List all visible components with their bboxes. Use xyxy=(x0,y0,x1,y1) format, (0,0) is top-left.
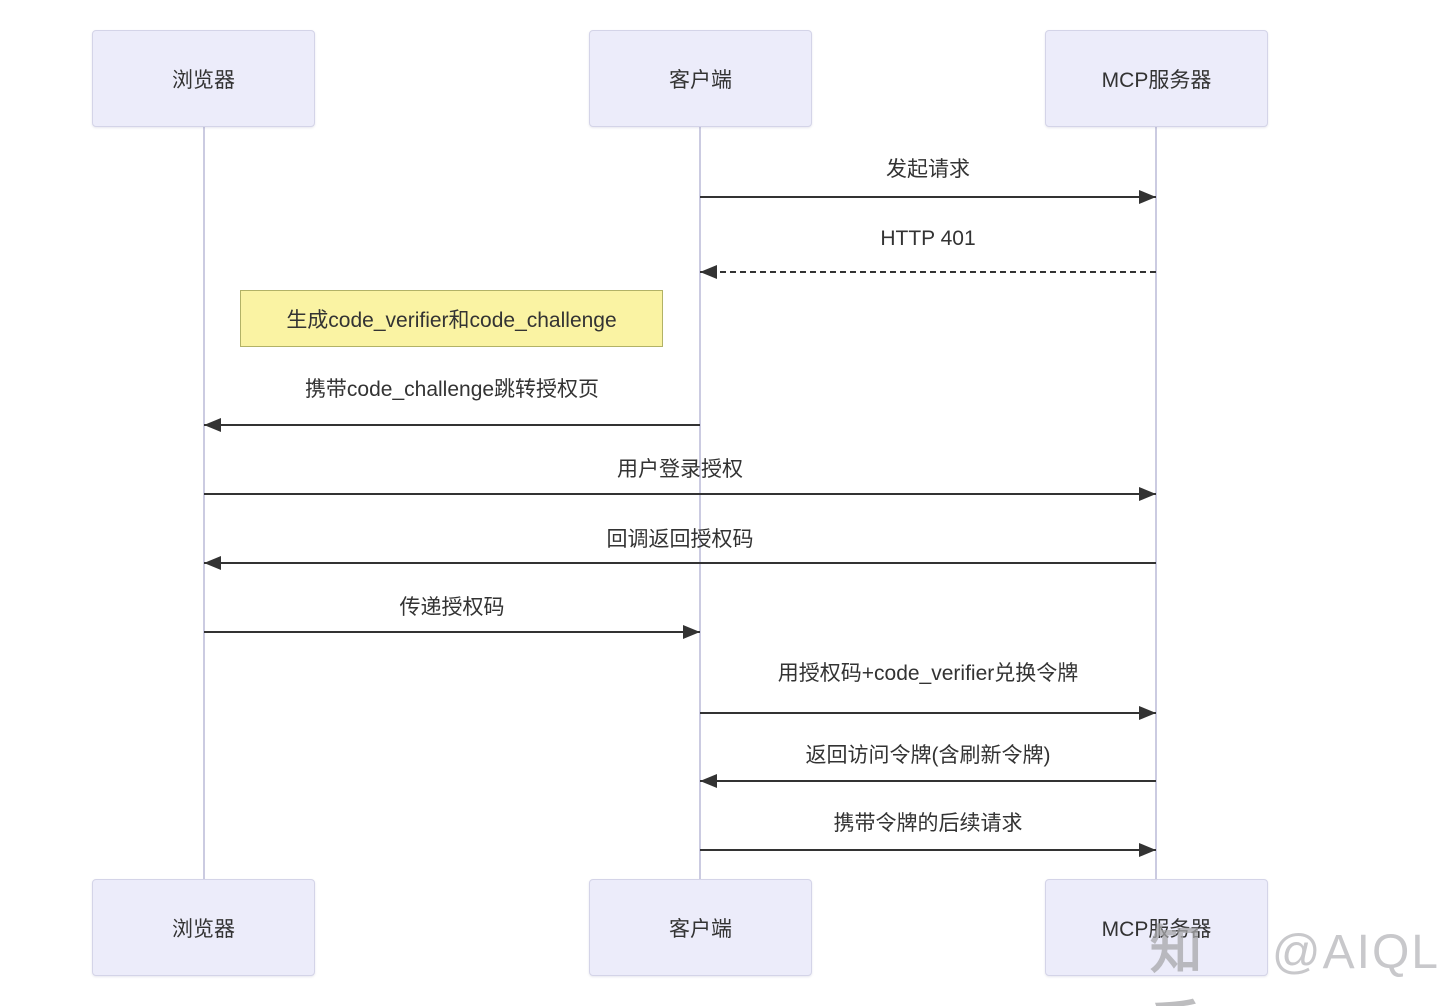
actor-mcp-server-bottom: MCP服务器 xyxy=(1045,879,1268,976)
message-line xyxy=(204,424,700,426)
actor-browser-bottom: 浏览器 xyxy=(92,879,315,976)
message-line xyxy=(700,712,1156,714)
message-text: 返回访问令牌(含刷新令牌) xyxy=(805,744,1051,767)
watermark-handle: @AIQL xyxy=(1271,926,1440,979)
message-line xyxy=(700,780,1156,782)
actor-mcp-server-top: MCP服务器 xyxy=(1045,30,1268,127)
message-line xyxy=(700,196,1156,198)
actor-mcp-server-label: MCP服务器 xyxy=(1101,68,1212,92)
message-text: 发起请求 xyxy=(886,158,970,181)
note-box: 生成code_verifier和code_challenge xyxy=(240,290,663,347)
message-text: 携带令牌的后续请求 xyxy=(833,812,1023,835)
message-line xyxy=(204,562,1156,564)
message-text: 传递授权码 xyxy=(399,596,505,619)
arrowhead-right-icon xyxy=(1139,706,1156,720)
arrowhead-right-icon xyxy=(1139,843,1156,857)
message-text: 用户登录授权 xyxy=(617,458,743,481)
arrowhead-left-icon xyxy=(204,418,221,432)
actor-client-label: 客户端 xyxy=(669,68,732,92)
arrowhead-right-icon xyxy=(1139,190,1156,204)
actor-browser-label: 浏览器 xyxy=(172,917,235,941)
actor-client-label: 客户端 xyxy=(669,917,732,941)
actor-client-top: 客户端 xyxy=(589,30,812,127)
lifeline-mcp-server xyxy=(1155,127,1157,879)
lifeline-browser xyxy=(203,127,205,879)
message-text: 携带code_challenge跳转授权页 xyxy=(304,378,600,401)
message-line xyxy=(204,631,700,633)
actor-client-bottom: 客户端 xyxy=(589,879,812,976)
actor-mcp-server-label: MCP服务器 xyxy=(1101,917,1212,941)
lifeline-client xyxy=(699,127,701,879)
message-text: HTTP 401 xyxy=(880,227,976,250)
message-line-dashed xyxy=(700,271,1156,273)
arrowhead-right-icon xyxy=(1139,487,1156,501)
actor-browser-label: 浏览器 xyxy=(172,68,235,92)
arrowhead-left-icon xyxy=(700,265,717,279)
message-text: 回调返回授权码 xyxy=(606,528,754,551)
message-text: 用授权码+code_verifier兑换令牌 xyxy=(777,662,1079,685)
actor-browser-top: 浏览器 xyxy=(92,30,315,127)
arrowhead-left-icon xyxy=(204,556,221,570)
message-line xyxy=(204,493,1156,495)
arrowhead-left-icon xyxy=(700,774,717,788)
arrowhead-right-icon xyxy=(683,625,700,639)
note-text: 生成code_verifier和code_challenge xyxy=(286,308,617,332)
message-line xyxy=(700,849,1156,851)
